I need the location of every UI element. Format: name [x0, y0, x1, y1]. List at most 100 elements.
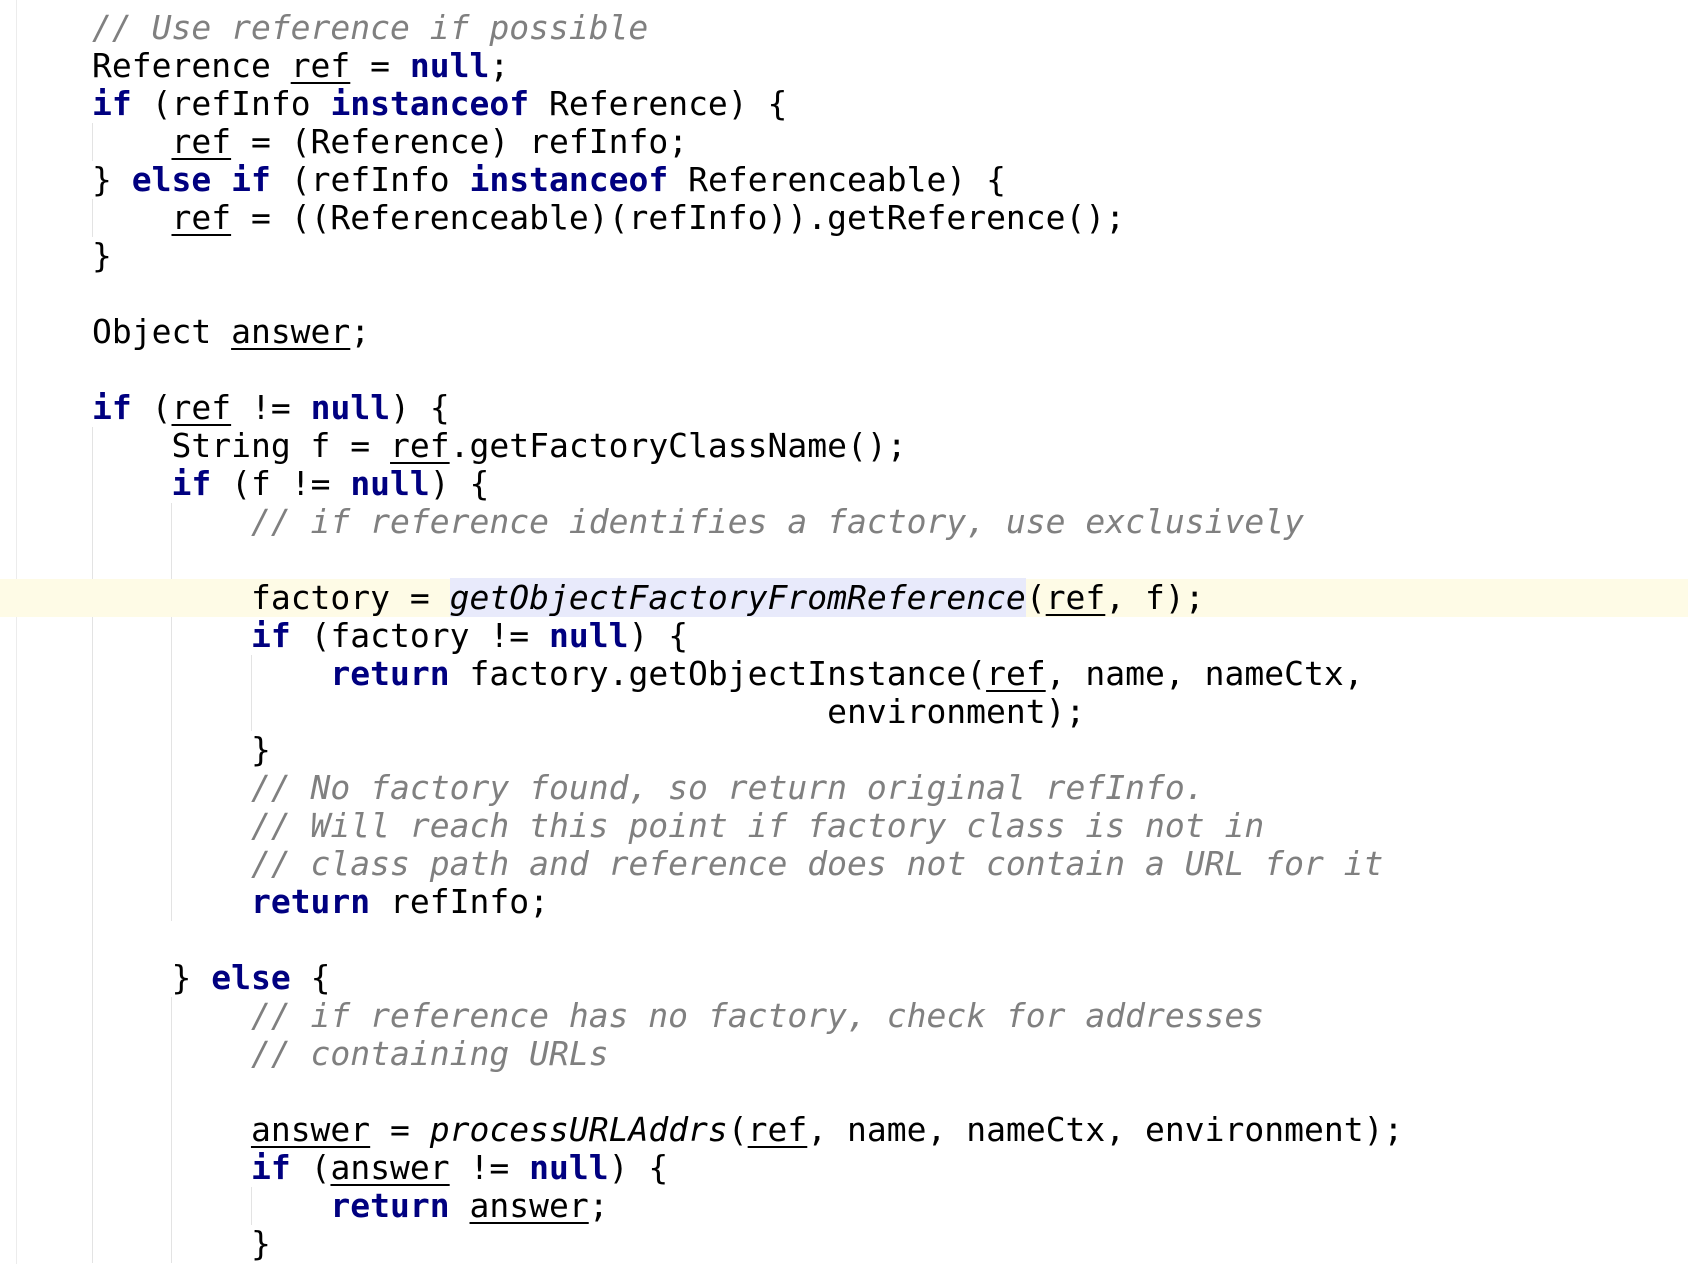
keyword: if — [92, 388, 132, 427]
code-line[interactable]: return answer; — [0, 1187, 1688, 1225]
indent-guide — [251, 655, 252, 731]
code-text: != — [231, 388, 311, 427]
code-line[interactable]: return refInfo; — [0, 883, 1688, 921]
indent-guide — [92, 199, 93, 237]
code-text: ) { — [608, 1148, 669, 1187]
code-line[interactable]: // if reference has no factory, check fo… — [0, 997, 1688, 1035]
code-text: = (Reference) refInfo; — [231, 122, 689, 161]
identifier: ref — [290, 46, 351, 85]
indent-guide — [92, 123, 93, 161]
code-text: } — [250, 730, 271, 769]
keyword: else — [131, 160, 212, 199]
code-line[interactable]: if (refInfo instanceof Reference) { — [0, 85, 1688, 123]
code-text — [211, 160, 231, 199]
code-line[interactable]: environment); — [0, 693, 1688, 731]
identifier: ref — [986, 654, 1046, 693]
identifier: answer — [231, 312, 351, 351]
identifier: answer — [469, 1186, 589, 1225]
code-line[interactable]: } — [0, 237, 1688, 275]
code-text: factory.getObjectInstance( — [449, 654, 987, 693]
indent-guide — [171, 997, 172, 1263]
code-line[interactable]: // Will reach this point if factory clas… — [0, 807, 1688, 845]
identifier: ref — [171, 198, 232, 237]
code-text: ) { — [628, 616, 689, 655]
code-line[interactable]: if (ref != null) { — [0, 389, 1688, 427]
keyword: null — [350, 464, 430, 503]
blank-line[interactable] — [0, 921, 1688, 959]
code-text: = — [370, 1110, 430, 1149]
code-line[interactable]: ref = ((Referenceable)(refInfo)).getRefe… — [0, 199, 1688, 237]
indent-guide — [171, 503, 172, 921]
code-text: , f); — [1105, 578, 1205, 617]
code-text: String f = — [171, 426, 391, 465]
code-text: ) { — [429, 464, 490, 503]
keyword: return — [250, 882, 371, 921]
code-line[interactable]: // No factory found, so return original … — [0, 769, 1688, 807]
code-line[interactable]: ref = (Reference) refInfo; — [0, 123, 1688, 161]
code-line[interactable]: // Use reference if possible — [0, 9, 1688, 47]
code-line[interactable]: // containing URLs — [0, 1035, 1688, 1073]
keyword: if — [92, 84, 132, 123]
code-text: Reference — [92, 46, 291, 85]
code-text: } — [92, 160, 132, 199]
code-line[interactable]: return factory.getObjectInstance(ref, na… — [0, 655, 1688, 693]
code-text: factory = — [250, 578, 450, 617]
code-line[interactable]: } — [0, 1225, 1688, 1263]
code-line[interactable]: } else if (refInfo instanceof Referencea… — [0, 161, 1688, 199]
code-line[interactable]: if (factory != null) { — [0, 617, 1688, 655]
code-text: ( — [1025, 578, 1046, 617]
identifier: ref — [171, 388, 232, 427]
code-text: Referenceable) { — [668, 160, 1006, 199]
code-text: environment); — [92, 692, 1086, 731]
code-text: = ((Referenceable)(refInfo)).getReferenc… — [231, 198, 1126, 237]
code-line[interactable]: answer = processURLAddrs(ref, name, name… — [0, 1111, 1688, 1149]
keyword: instanceof — [469, 160, 669, 199]
code-text: .getFactoryClassName(); — [449, 426, 907, 465]
keyword: if — [171, 464, 212, 503]
gutter-border — [16, 0, 17, 1264]
identifier: answer — [250, 1110, 371, 1149]
keyword: if — [231, 160, 271, 199]
code-text: ; — [350, 312, 371, 351]
blank-line[interactable] — [0, 275, 1688, 313]
keyword: null — [548, 616, 629, 655]
code-text: } — [250, 1224, 271, 1263]
code-line[interactable]: // class path and reference does not con… — [0, 845, 1688, 883]
blank-line[interactable] — [0, 541, 1688, 579]
code-line[interactable]: if (answer != null) { — [0, 1149, 1688, 1187]
comment: // if reference identifies a factory, us… — [250, 502, 1304, 541]
code-text: ( — [131, 388, 172, 427]
keyword: null — [529, 1148, 609, 1187]
code-text: ) { — [390, 388, 450, 427]
comment: // class path and reference does not con… — [250, 844, 1384, 883]
highlighted-method-call: getObjectFactoryFromReference — [449, 578, 1026, 617]
code-text — [450, 1186, 470, 1225]
code-line[interactable]: Reference ref = null; — [0, 47, 1688, 85]
blank-line[interactable] — [0, 351, 1688, 389]
code-line[interactable]: } else { — [0, 959, 1688, 997]
keyword: return — [330, 654, 450, 693]
code-line[interactable]: } — [0, 731, 1688, 769]
comment: // if reference has no factory, check fo… — [250, 996, 1265, 1035]
comment: // No factory found, so return original … — [250, 768, 1205, 807]
comment: // Use reference if possible — [92, 8, 649, 47]
code-line[interactable]: Object answer; — [0, 313, 1688, 351]
code-text: { — [290, 958, 331, 997]
identifier: ref — [390, 426, 450, 465]
blank-line[interactable] — [0, 1073, 1688, 1111]
method-call: processURLAddrs — [429, 1110, 728, 1149]
code-line[interactable]: if (f != null) { — [0, 465, 1688, 503]
identifier: ref — [1045, 578, 1106, 617]
keyword: null — [310, 388, 391, 427]
code-text: refInfo; — [370, 882, 549, 921]
code-text: ( — [290, 1148, 331, 1187]
code-line[interactable]: factory = getObjectFactoryFromReference(… — [0, 578, 1688, 617]
code-line[interactable]: String f = ref.getFactoryClassName(); — [0, 427, 1688, 465]
code-text: = — [350, 46, 410, 85]
identifier: ref — [171, 122, 232, 161]
code-text: (refInfo — [270, 160, 470, 199]
code-line[interactable]: // if reference identifies a factory, us… — [0, 503, 1688, 541]
code-text: Object — [92, 312, 232, 351]
